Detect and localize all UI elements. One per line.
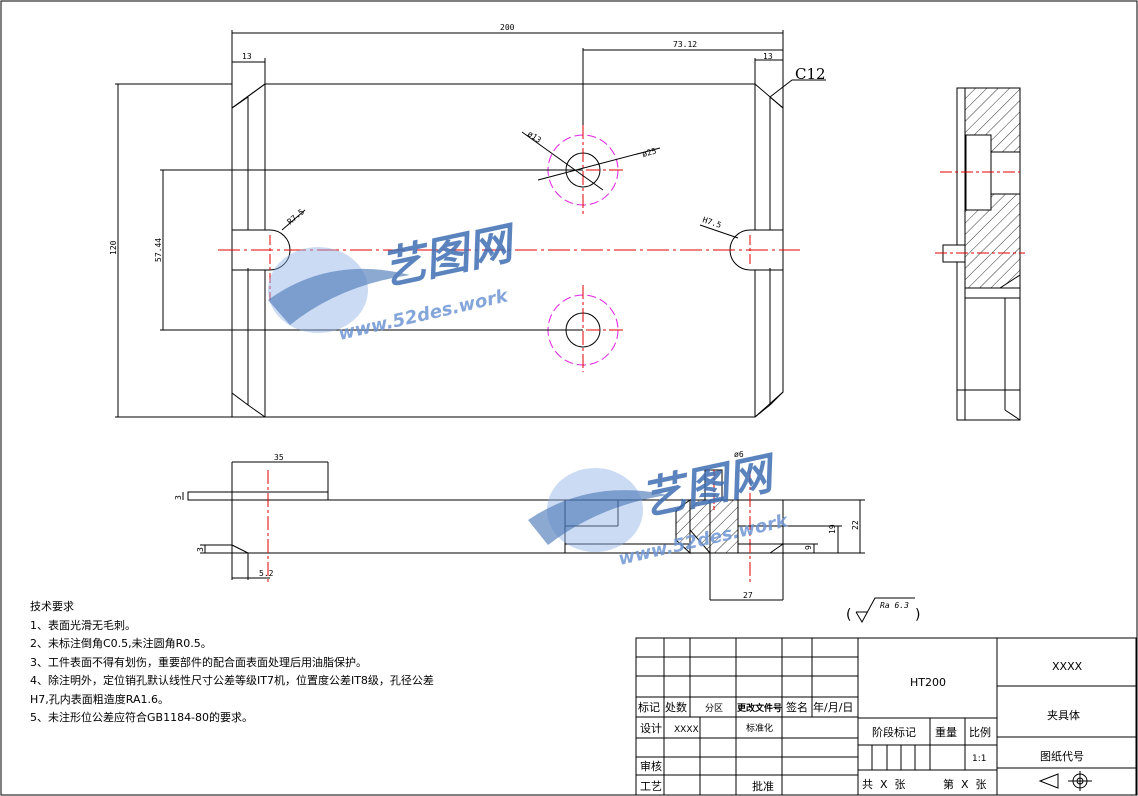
- dim-hole-offset: 73.12: [673, 40, 697, 49]
- tb-drawing-no: XXXX: [1052, 660, 1083, 673]
- watermark-top: 艺图网 www.52des.work: [268, 217, 522, 345]
- dim-overall-width: 200: [500, 23, 515, 32]
- tb-part-name: 夹具体: [1047, 708, 1080, 722]
- tb-weight: 重量: [935, 725, 957, 739]
- tb-designer: XXXX: [674, 725, 699, 735]
- tb-scale-value: 1:1: [972, 754, 986, 764]
- tb-review: 审核: [640, 759, 662, 773]
- dim-base-height: 9: [804, 545, 813, 550]
- dim-slot-right: H7.5: [701, 215, 722, 230]
- tb-approve: 批准: [752, 779, 774, 793]
- front-view: [115, 30, 826, 418]
- dim-small-hole-dia: ø13: [526, 129, 543, 145]
- dim-lower-offset: 5.2: [259, 569, 274, 578]
- tb-count: 处数: [665, 701, 687, 714]
- notes-line-5: H7,孔内表面粗造度RA1.6。: [30, 692, 169, 706]
- tb-material: HT200: [910, 676, 946, 689]
- notes-line-6: 5、未注形位公差应符合GB1184-80的要求。: [30, 711, 254, 724]
- tb-standardize: 标准化: [746, 722, 773, 734]
- dim-total-height: 22: [851, 520, 860, 530]
- title-block: [635, 637, 1137, 796]
- dim-lower-step2: 3: [196, 547, 205, 552]
- bottom-view-dimensions: 35 3 3 5.2 ø6 19 22 9 27: [174, 450, 860, 600]
- svg-text:(: (: [846, 607, 851, 623]
- tb-mark: 标记: [638, 700, 660, 714]
- tb-design: 设计: [640, 722, 662, 735]
- dim-slot-left: R7.5: [286, 207, 307, 226]
- tb-stage-mark: 阶段标记: [872, 725, 916, 739]
- dim-lower-step: 3: [174, 495, 183, 500]
- notes-line-3: 3、工件表面不得有划伤，重要部件的配合面表面处理后用油脂保护。: [30, 655, 367, 669]
- dim-right-edge: 13: [763, 52, 773, 61]
- bottom-view: [182, 461, 865, 601]
- dim-pin-dia: ø6: [734, 450, 744, 459]
- dim-section-height: 19: [828, 524, 837, 534]
- dim-chamfer: C12: [795, 65, 826, 83]
- front-view-dimensions: 200 13 73.12 13 C12 120 57.44 ø13 ø25 R7…: [109, 23, 826, 262]
- dim-left-edge: 13: [242, 52, 252, 61]
- dim-height: 120: [109, 240, 118, 255]
- tb-change-doc: 更改文件号: [737, 702, 782, 714]
- dim-large-hole-dia: ø25: [641, 146, 657, 158]
- notes-line-4: 4、除注明外，定位销孔默认线性尺寸公差等级IT7机，位置度公差IT8级，孔径公差: [30, 674, 434, 687]
- technical-requirements: 技术要求 1、表面光滑无毛刺。 2、未标注倒角C0.5,未注圆角R0.5。 3、…: [30, 598, 434, 728]
- watermark-bottom: 艺图网 www.52des.work: [528, 447, 791, 570]
- watermark-brand: 艺图网: [377, 217, 523, 296]
- tb-date: 年/月/日: [813, 700, 853, 714]
- tb-total-sheets: 共 X 张: [862, 778, 906, 791]
- dim-lower-width: 35: [274, 453, 284, 462]
- tb-signature: 签名: [786, 700, 808, 714]
- tb-zone: 分区: [705, 703, 723, 714]
- tb-process: 工艺: [640, 780, 662, 793]
- notes-line-1: 1、表面光滑无毛刺。: [30, 618, 136, 632]
- tb-scale: 比例: [969, 725, 991, 739]
- tb-drawing-code: 图纸代号: [1040, 750, 1084, 763]
- tb-sheet-no: 第 X 张: [943, 777, 987, 791]
- title-block-text: HT200 XXXX 夹具体 标记 处数 分区 更改文件号 签名 年/月/日 设…: [638, 660, 1084, 793]
- roughness-value: Ra 6.3: [880, 601, 909, 610]
- notes-title: 技术要求: [30, 600, 74, 613]
- roughness-symbol: ( Ra 6.3 ): [846, 597, 920, 624]
- dim-section-width: 27: [743, 591, 753, 600]
- side-view: [935, 87, 1025, 421]
- svg-text:): ): [915, 607, 920, 623]
- dim-hole-pitch: 57.44: [154, 238, 163, 262]
- notes-line-2: 2、未标注倒角C0.5,未注圆角R0.5。: [30, 637, 212, 650]
